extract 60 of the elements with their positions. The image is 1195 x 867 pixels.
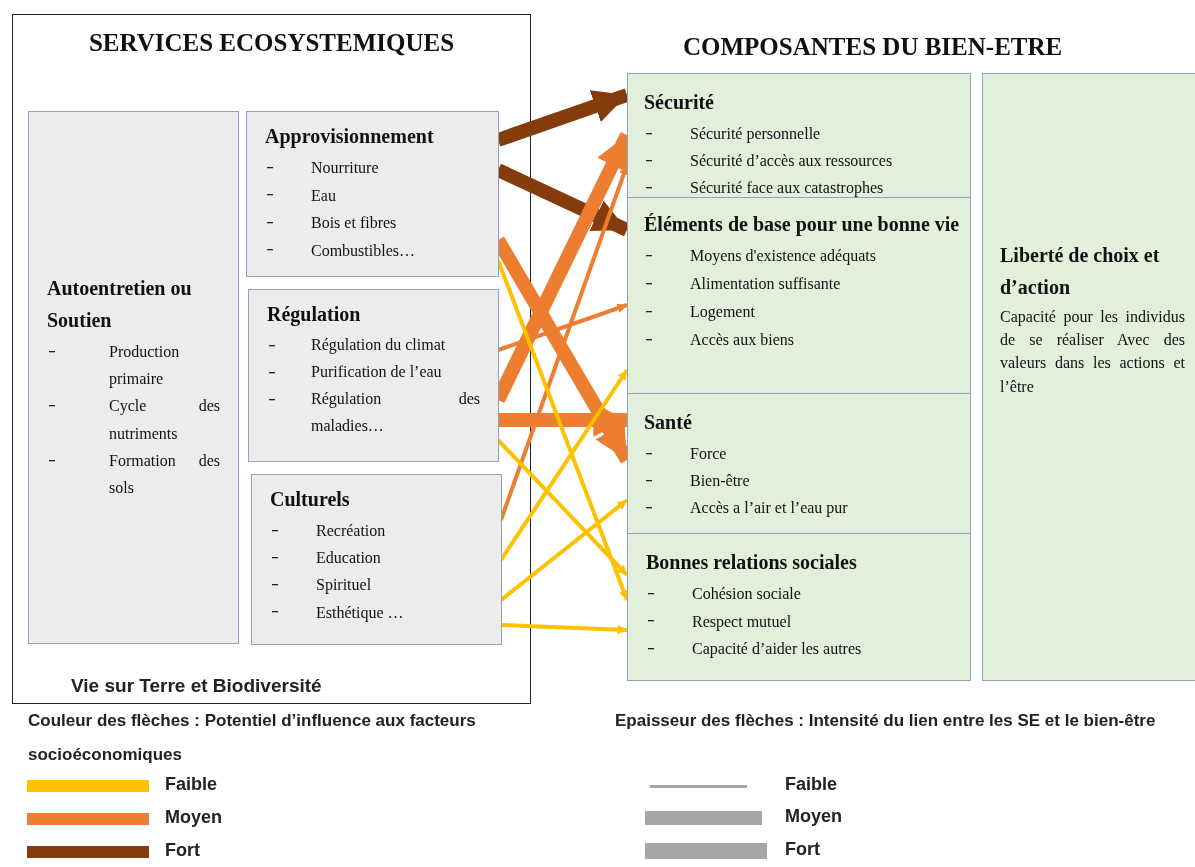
bullet-item: Formation des sols <box>109 451 220 496</box>
panel-footer: Vie sur Terre et Biodiversité <box>71 675 322 697</box>
box-heading: Santé <box>644 410 693 435</box>
legend-label: Faible <box>165 774 217 795</box>
services-panel <box>12 14 531 704</box>
category-box <box>28 111 239 644</box>
box-heading: Bonnes relations sociales <box>646 550 858 575</box>
category-box <box>251 474 502 645</box>
category-box <box>246 111 499 277</box>
bullet-item: Capacité d’aider les autres <box>692 640 862 658</box>
bullet-item: Régulation des maladies… <box>311 389 480 434</box>
description-text: Capacité pour les individus de se réaliser Avec des valeurs dans les actions et l’être <box>1000 307 1185 397</box>
legend-title: Couleur des flèches : Potentiel d’influence aux facteurs socioéconomiques <box>28 710 477 766</box>
arrow <box>500 623 628 635</box>
bullet-item: Accès a l’air et l’eau pur <box>690 499 848 517</box>
bullet-item: Eau <box>311 186 336 204</box>
category-box <box>627 197 971 394</box>
legend-label: Faible <box>785 774 837 795</box>
box-heading: Culturels <box>270 487 351 512</box>
box-heading: Éléments de base pour une bonne vie <box>644 212 960 238</box>
legend-title: Epaisseur des flèches : Intensité du lien entre les SE et le bien-être <box>615 710 1157 732</box>
bullet-item: Production primaire <box>109 343 180 388</box>
bullet-item: Education <box>316 549 381 567</box>
legend-label: Fort <box>165 840 200 861</box>
bullet-item: Régulation du climat <box>311 336 446 353</box>
bullet-item: Accès aux biens <box>690 331 794 348</box>
bullet-item: Esthétique … <box>316 603 404 621</box>
category-box <box>627 393 971 534</box>
category-box <box>627 73 971 198</box>
category-box <box>248 289 499 462</box>
category-box <box>627 533 971 681</box>
panel-title: SERVICES ECOSYSTEMIQUES <box>87 29 456 57</box>
box-heading: Liberté de choix et d’action <box>1000 243 1161 300</box>
bullet-item: Cycle des nutriments <box>109 397 220 442</box>
bullet-item: Cohésion sociale <box>692 585 801 602</box>
bullet-item: Sécurité face aux catastrophes <box>690 179 884 197</box>
box-heading: Sécurité <box>644 90 715 115</box>
bullet-item: Respect mutuel <box>692 612 792 630</box>
bullet-item: Logement <box>690 303 755 320</box>
box-heading: Autoentretien ou Soutien <box>47 276 193 333</box>
bullet-item: Alimentation suffisante <box>690 275 841 292</box>
box-heading: Régulation <box>267 302 362 328</box>
legend-label: Fort <box>785 839 820 860</box>
bullet-item: Moyens d'existence adéquats <box>690 247 876 264</box>
arrow <box>497 303 628 352</box>
bullet-item: Nourriture <box>311 159 379 176</box>
box-heading: Approvisionnement <box>265 124 435 150</box>
bullet-item: Force <box>690 445 727 462</box>
bullet-item: Combustibles… <box>311 241 415 259</box>
bullet-item: Sécurité personnelle <box>690 125 821 142</box>
section-heading: COMPOSANTES DU BIEN-ETRE <box>683 33 1063 61</box>
legend-label: Moyen <box>785 806 842 827</box>
bullet-item: Bois et fibres <box>311 214 397 232</box>
bullet-item: Purification de l’eau <box>311 362 442 380</box>
bullet-item: Bien-être <box>690 472 750 490</box>
bullet-item: Recréation <box>316 522 386 539</box>
legend-label: Moyen <box>165 807 222 828</box>
bullet-item: Sécurité d’accès aux ressources <box>690 152 893 170</box>
category-box <box>982 73 1195 681</box>
bullet-item: Spirituel <box>316 576 372 594</box>
